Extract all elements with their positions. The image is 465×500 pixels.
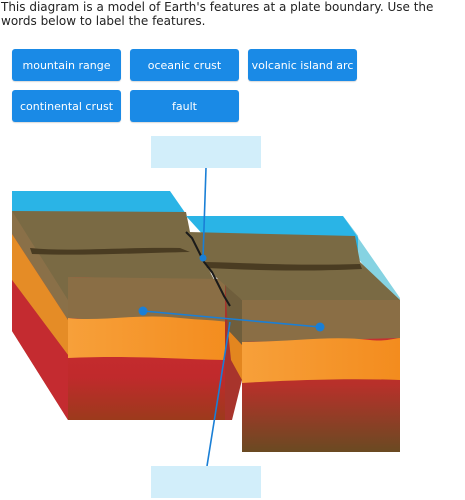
word-oceanic-crust-button[interactable]: oceanic crust	[130, 49, 239, 81]
left-orange-layer	[68, 316, 231, 360]
word-continental-crust-button[interactable]: continental crust	[12, 90, 121, 122]
right-orange-layer	[242, 338, 400, 383]
left-marker-dot	[138, 306, 148, 316]
label-drop-target-top[interactable]	[151, 136, 261, 168]
left-plate-block	[12, 191, 242, 420]
word-volcanic-island-arc-button[interactable]: volcanic island arc	[248, 49, 357, 81]
right-plate-block	[186, 216, 400, 452]
fault-crack	[185, 231, 231, 307]
word-mountain-range-button[interactable]: mountain range	[12, 49, 121, 81]
instructions-text: This diagram is a model of Earth's featu…	[1, 0, 434, 28]
right-marker-dot	[315, 322, 325, 332]
right-crust-top	[188, 232, 400, 316]
left-crust-top	[12, 211, 225, 300]
word-fault-button[interactable]: fault	[130, 90, 239, 122]
fault-marker-dot	[199, 254, 207, 262]
label-drop-target-bottom[interactable]	[151, 466, 261, 498]
label-leader-lines	[142, 167, 321, 467]
